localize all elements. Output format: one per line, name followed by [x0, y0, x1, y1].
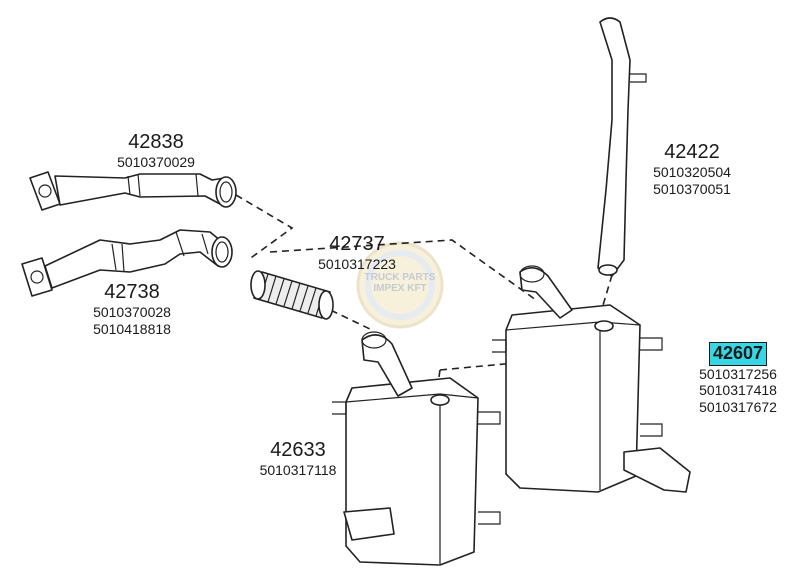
oem-ref: 5010320504 [653, 164, 731, 180]
pipe-42838 [29, 171, 237, 211]
oem-ref: 5010418818 [93, 320, 171, 337]
part-number-highlighted: 42607 [708, 342, 768, 366]
oem-ref: 5010370028 [93, 304, 171, 320]
part-number: 42633 [270, 439, 326, 461]
oem-ref: 5010317418 [699, 382, 777, 399]
watermark-text: TRUCK PARTS IMPEX KFT [350, 272, 450, 294]
label-part-42422: 42422 5010320504 5010370051 [632, 140, 752, 198]
flex-hose-42737 [250, 270, 334, 320]
part-number: 42422 [664, 141, 720, 163]
watermark-line2: IMPEX KFT [373, 283, 427, 294]
oem-ref: 5010317256 [699, 365, 777, 382]
watermark-line1: TRUCK PARTS [364, 272, 436, 283]
oem-ref: 5010317118 [259, 462, 337, 478]
label-part-42607: 42607 5010317256 5010317418 5010317672 [682, 342, 794, 416]
pipe-42738 [21, 229, 233, 297]
label-part-42838: 42838 5010370029 [86, 130, 226, 171]
oem-ref: 5010370029 [117, 154, 195, 170]
oem-ref: 5010317672 [699, 399, 777, 416]
label-part-42738: 42738 5010370028 5010418818 [62, 280, 202, 338]
oem-ref: 5010317223 [318, 256, 396, 272]
watermark-logo [356, 241, 444, 329]
part-number: 42737 [329, 233, 385, 255]
label-part-42633: 42633 5010317118 [238, 438, 358, 479]
stack-pipe-42422 [597, 17, 647, 277]
oem-ref: 5010370051 [653, 180, 731, 197]
label-part-42737: 42737 5010317223 [292, 232, 422, 273]
silencer-42633 [332, 331, 501, 566]
part-number: 42838 [128, 131, 184, 153]
silencer-42607 [492, 265, 691, 493]
part-number: 42738 [104, 281, 160, 303]
